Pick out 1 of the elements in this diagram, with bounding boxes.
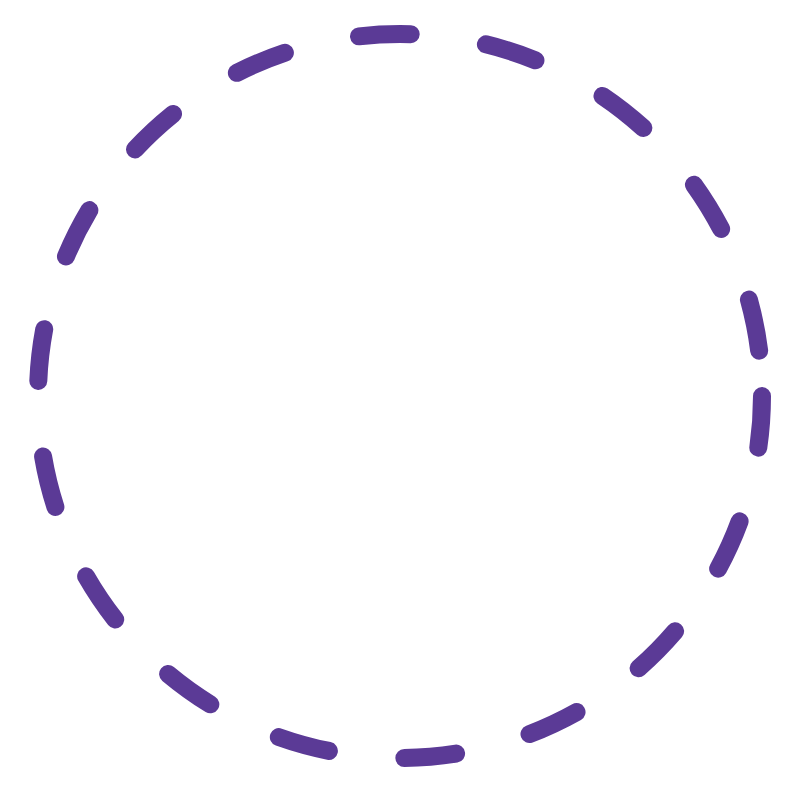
dashed-circle (28, 24, 772, 768)
